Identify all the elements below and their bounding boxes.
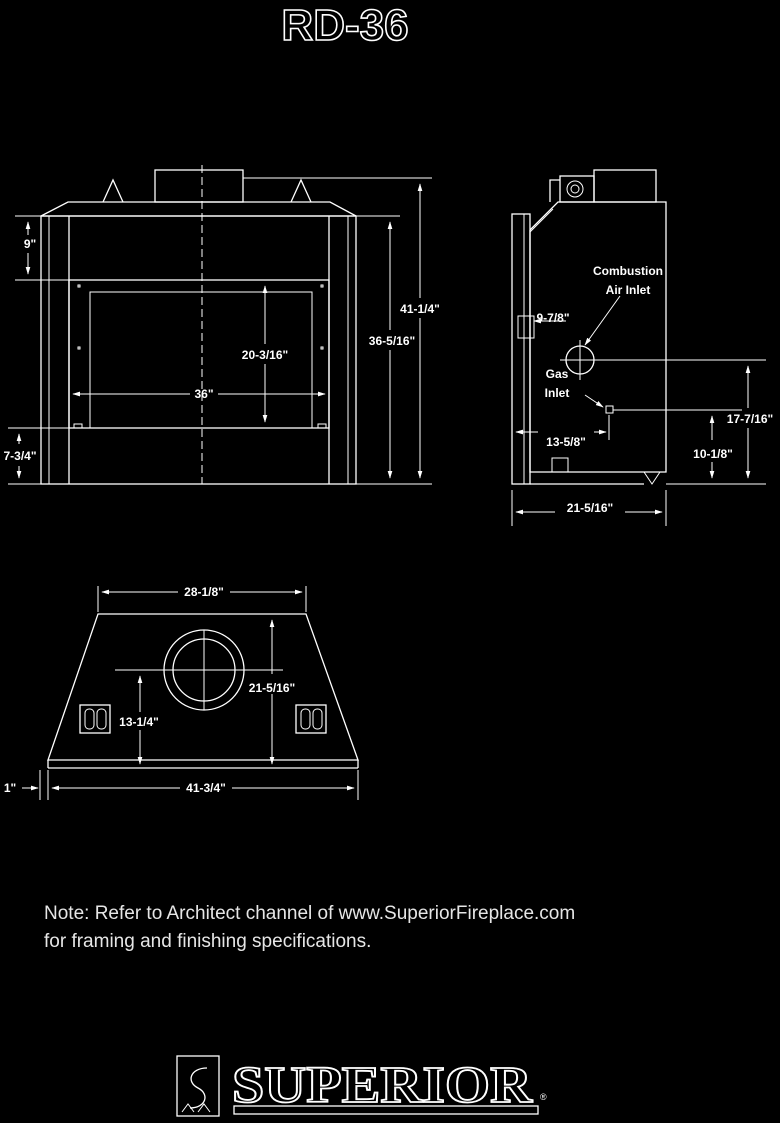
front-dim-height: 36-5/16" — [369, 334, 415, 348]
logo-wordmark: SUPERIOR — [232, 1057, 534, 1114]
logo-emblem — [176, 1055, 220, 1117]
front-dim-top: 9" — [24, 237, 36, 251]
front-hood — [40, 201, 357, 217]
front-standoff-left — [102, 178, 124, 203]
top-standoff-left — [79, 704, 111, 734]
combustion-label-line1: Combustion — [593, 264, 663, 278]
combustion-label-line2: Air Inlet — [606, 283, 651, 297]
superior-logo: SUPERIOR ® — [176, 1055, 547, 1117]
gas-label-line2: Inlet — [545, 386, 570, 400]
framing-note: Note: Refer to Architect channel of www.… — [44, 900, 744, 956]
side-dim-depth: 21-5/16" — [567, 501, 613, 515]
top-dim-28-1-8: 28-1/8" — [184, 585, 224, 599]
front-body — [40, 215, 357, 485]
top-body — [47, 613, 359, 761]
front-dim-opening-height: 20-3/16" — [242, 348, 288, 362]
front-standoff-right — [290, 178, 312, 203]
top-dim-21-5-16: 21-5/16" — [249, 681, 295, 695]
top-view: 28-1/8" 21-5/16" 13-1/4" 41-3/4" 1" — [4, 585, 359, 800]
note-line-2: for framing and finishing specifications… — [44, 931, 372, 952]
logo-registered-mark: ® — [540, 1092, 547, 1102]
front-opening — [68, 279, 330, 429]
gas-inlet — [605, 405, 614, 414]
front-dim-width: 36" — [194, 387, 213, 401]
note-line-1: Note: Refer to Architect channel of www.… — [44, 903, 576, 924]
side-dim-17-7-16: 17-7/16" — [727, 412, 773, 426]
top-standoff-right — [295, 704, 327, 734]
side-flue — [559, 175, 595, 203]
front-opening-inner — [89, 291, 313, 429]
front-view: 9" 20-3/16" 36" 7-3/4" 36-5/16" 41-1/4" — [3, 165, 440, 485]
top-dim-1: 1" — [4, 781, 16, 795]
drawing-title: RD-36 — [281, 1, 408, 50]
front-flue-collar — [154, 169, 244, 203]
front-dim-total-height: 41-1/4" — [400, 302, 440, 316]
logo-underline — [233, 1105, 539, 1115]
logo-swirl-icon — [189, 1067, 208, 1109]
side-dim-10-1-8: 10-1/8" — [693, 447, 733, 461]
top-dim-41-3-4: 41-3/4" — [186, 781, 226, 795]
side-view: Combustion Air Inlet Gas Inlet 9-7/8" 13… — [511, 169, 773, 526]
top-dim-13-1-4: 13-1/4" — [119, 715, 159, 729]
side-dim-9-7-8: 9-7/8" — [536, 311, 569, 325]
side-dim-13-5-8: 13-5/8" — [546, 435, 586, 449]
front-dim-bottom: 7-3/4" — [3, 449, 36, 463]
gas-label-line1: Gas — [546, 367, 569, 381]
side-front-plate — [511, 213, 531, 485]
